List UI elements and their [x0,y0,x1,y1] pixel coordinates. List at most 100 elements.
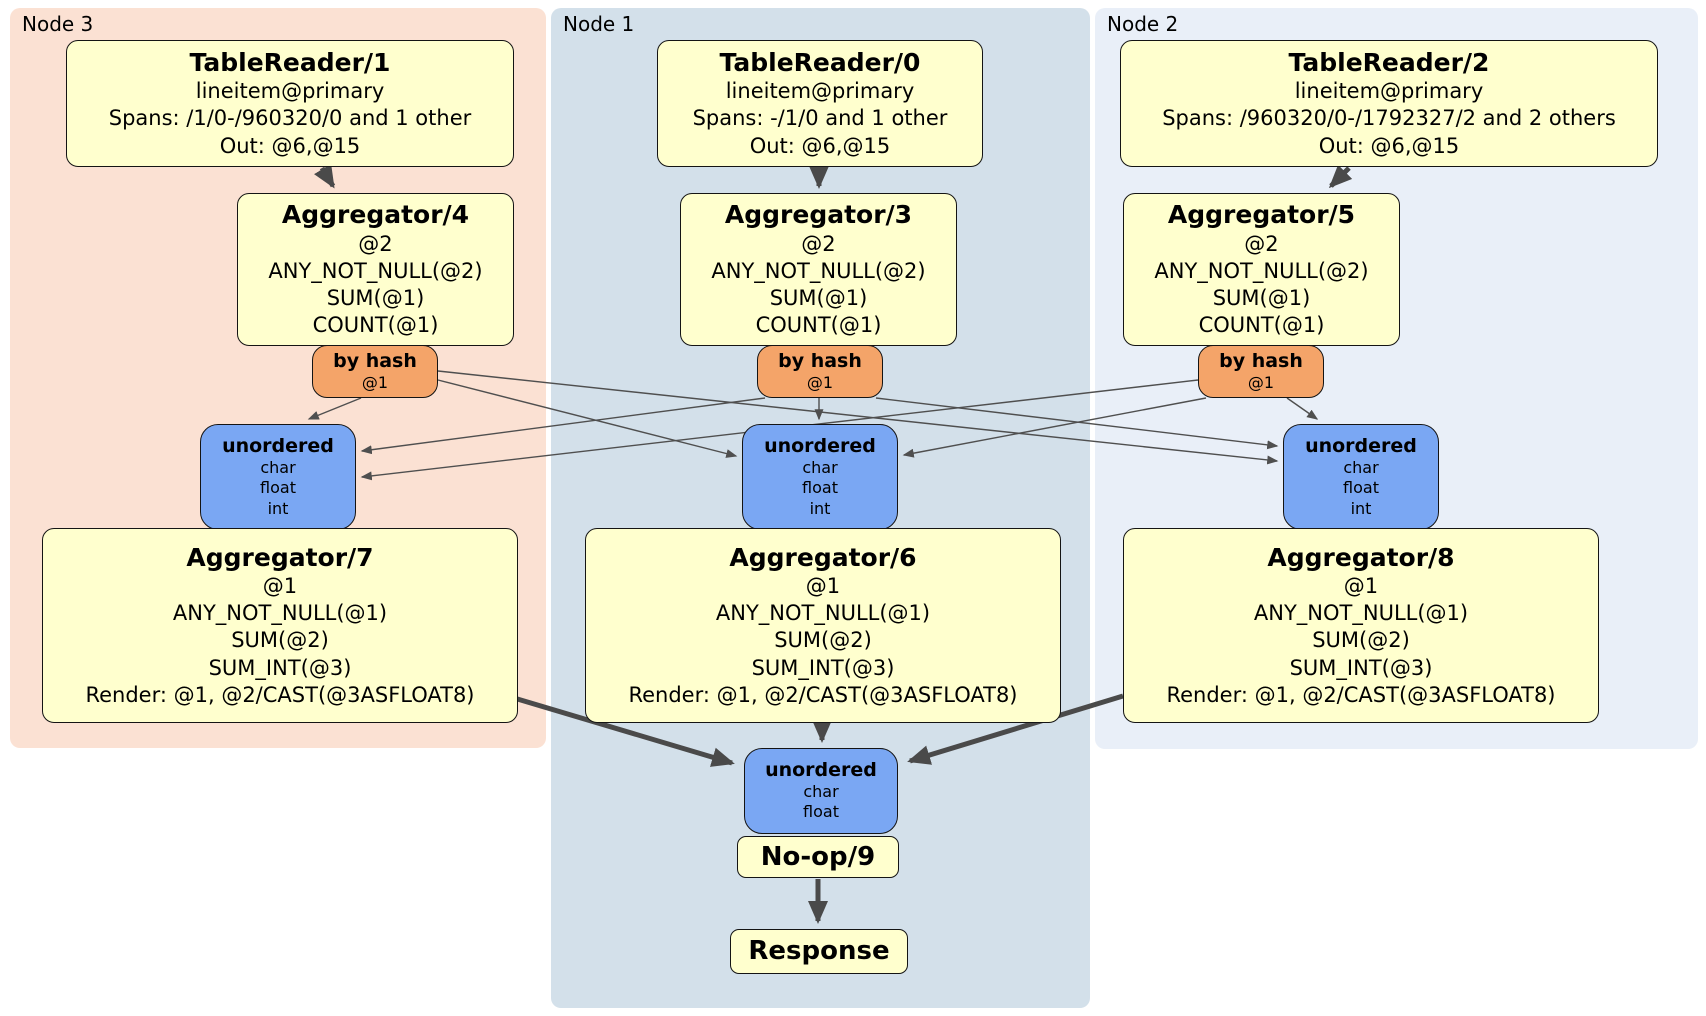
edge-aggregator8-final-sync [907,693,1124,765]
final-unordered-sync-title: unordered [765,759,877,782]
edge-tablereader2-aggregator5 [1328,164,1353,189]
box-line: int [1350,498,1372,518]
node3-label: Node 3 [22,12,94,36]
tablereader2-title: TableReader/2 [1288,47,1490,77]
node2-hash-router: by hash @1 [1198,345,1324,398]
box-line: @2 [358,231,393,256]
node3-hash-router: by hash @1 [312,345,438,398]
box-line: ANY_NOT_NULL(@2) [268,258,483,283]
aggregator3-title: Aggregator/3 [724,200,913,230]
node2-hash-router-title: by hash [1219,349,1303,372]
box-line: SUM(@2) [231,628,329,653]
box-line: Render: @1, @2/CAST(@3ASFLOAT8) [628,683,1018,708]
tablereader1-title: TableReader/1 [189,47,391,77]
box-line: SUM(@1) [326,286,425,311]
box-line: lineitem@primary [1294,79,1484,104]
node3-hash-router-details: @1 [362,373,388,393]
edge-router1-sync3 [360,397,766,455]
box-line: char [1343,457,1379,477]
box-line: @2 [801,231,836,256]
node1-label: Node 1 [563,12,635,36]
noop-box: No-op/9 [737,836,899,878]
box-line: Render: @1, @2/CAST(@3ASFLOAT8) [85,683,475,708]
box-line: @1 [805,573,841,598]
box-line: ANY_NOT_NULL(@1) [1253,601,1469,626]
box-line: SUM(@1) [1212,286,1311,311]
aggregator4-title: Aggregator/4 [281,200,470,230]
box-line: Spans: /1/0-/960320/0 and 1 other [108,106,472,131]
box-line: SUM(@2) [1312,628,1410,653]
noop-title: No-op/9 [760,841,876,872]
response-box: Response [730,929,908,974]
aggregator8-title: Aggregator/8 [1267,542,1455,572]
box-line: float [802,478,838,498]
box-line: @1 [361,372,389,392]
box-line: lineitem@primary [195,79,385,104]
node1-hash-router: by hash @1 [757,345,883,398]
node1-unordered-sync-title: unordered [764,434,876,457]
box-line: Spans: -/1/0 and 1 other [692,106,948,131]
edge-tablereader1-aggregator4 [314,163,336,189]
edge-router2-sync1 [902,397,1207,458]
aggregator6-title: Aggregator/6 [729,542,917,572]
box-line: SUM(@1) [769,286,868,311]
box-line: Render: @1, @2/CAST(@3ASFLOAT8) [1166,683,1556,708]
box-line: Out: @6,@15 [219,133,361,158]
box-line: COUNT(@1) [1198,313,1325,338]
node3-unordered-sync-title: unordered [222,434,334,457]
box-line: SUM_INT(@3) [208,655,352,680]
response-title: Response [748,936,890,967]
box-line: char [260,457,296,477]
box-line: Spans: /960320/0-/1792327/2 and 2 others [1162,106,1616,131]
box-line: SUM_INT(@3) [751,655,895,680]
box-line: @1 [1343,573,1379,598]
box-line: float [803,802,839,822]
node2-hash-router-details: @1 [1248,373,1274,393]
edge-router3-sync3 [307,397,362,420]
box-line: COUNT(@1) [755,313,882,338]
box-line: char [803,781,839,801]
box-line: float [1343,478,1379,498]
box-line: lineitem@primary [725,79,915,104]
node2-label: Node 2 [1107,12,1179,36]
box-line: SUM_INT(@3) [1289,655,1433,680]
box-line: SUM(@2) [774,628,872,653]
box-line: @1 [806,372,834,392]
box-line: ANY_NOT_NULL(@2) [1154,258,1369,283]
edge-router3-sync1 [437,379,738,458]
box-line: ANY_NOT_NULL(@1) [172,601,388,626]
box-line: Out: @6,@15 [1318,133,1460,158]
box-line: ANY_NOT_NULL(@2) [711,258,926,283]
box-line: ANY_NOT_NULL(@1) [715,601,931,626]
node3-hash-router-title: by hash [333,349,417,372]
edge-aggregator7-final-sync [513,695,735,767]
box-line: @2 [1244,231,1279,256]
box-line: @1 [1247,372,1275,392]
tablereader0-title: TableReader/0 [719,47,921,77]
edge-router3-sync2 [437,370,1279,465]
node1-hash-router-title: by hash [778,349,862,372]
